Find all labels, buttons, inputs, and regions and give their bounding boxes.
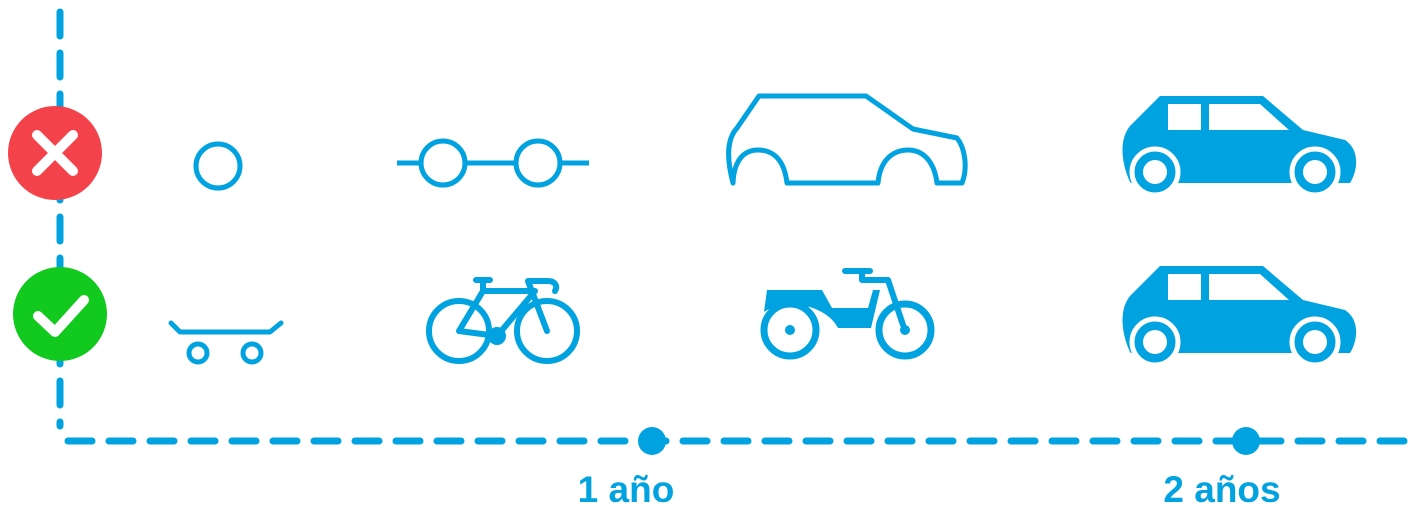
timeline-label-2-years: 2 años bbox=[1163, 469, 1281, 510]
check-mark-icon bbox=[13, 267, 107, 361]
timeline-milestone-marker bbox=[638, 427, 666, 455]
bicycle-icon bbox=[426, 277, 580, 364]
car-icon bbox=[1122, 96, 1357, 198]
timeline-label-1-year: 1 año bbox=[577, 469, 675, 510]
skateboard-icon bbox=[168, 320, 284, 365]
x-mark-icon bbox=[8, 106, 102, 200]
car-icon bbox=[1122, 266, 1357, 368]
timeline-milestone-marker bbox=[1232, 427, 1260, 455]
motorcycle-icon bbox=[760, 268, 935, 360]
axle-icon bbox=[397, 138, 589, 188]
wheel-icon bbox=[193, 141, 243, 191]
car-body-icon bbox=[726, 93, 968, 186]
